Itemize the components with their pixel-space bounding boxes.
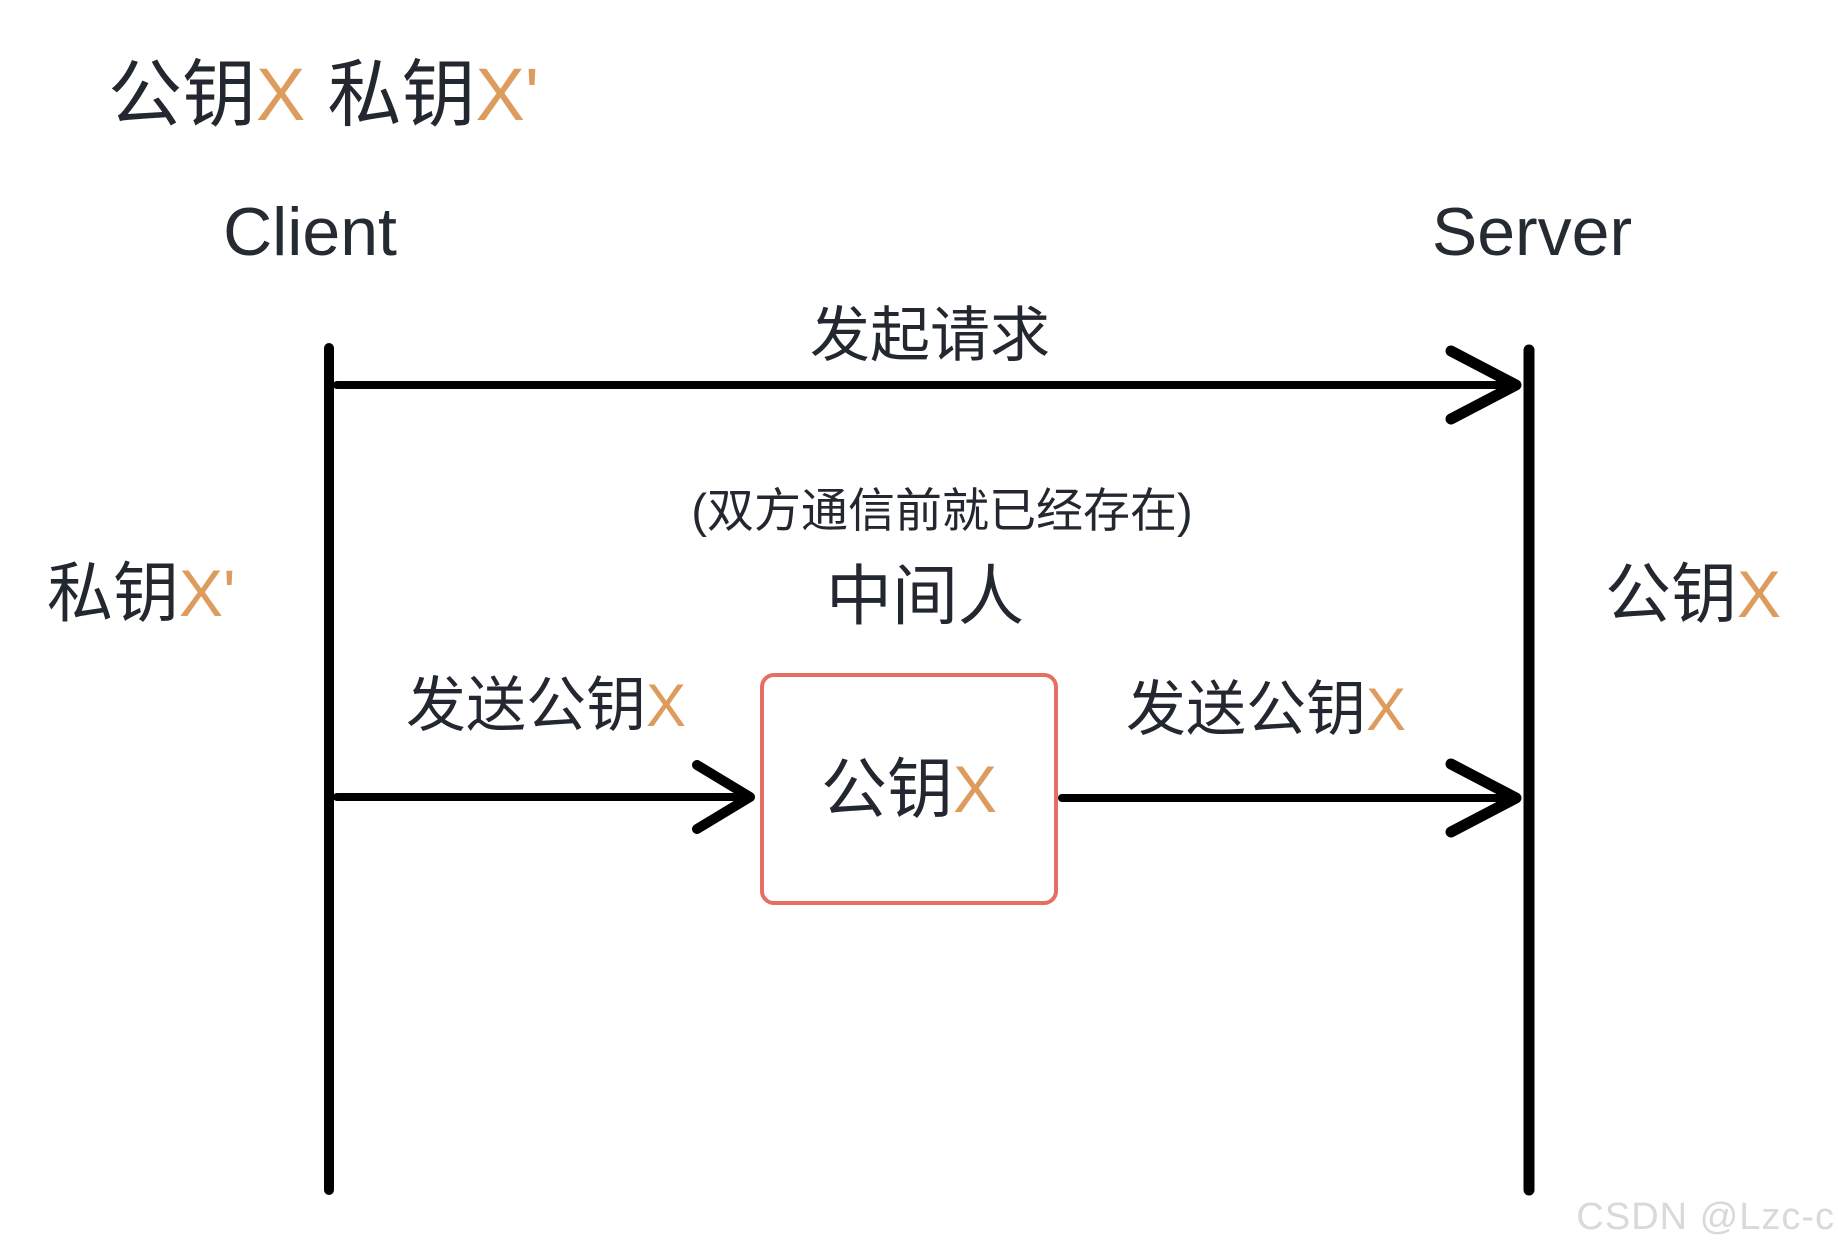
client-private-key-var: X' [179,556,236,630]
client-actor-label: Client [223,194,397,270]
send-left-arrow-label: 发送公钥X [406,676,686,736]
mitm-precondition-note: (双方通信前就已经存在) [691,484,1193,537]
send-left-var: X [645,672,687,739]
send-right-arrowhead-icon [1445,758,1522,838]
server-actor-label: Server [1431,194,1633,270]
legend-private-key-text: 私钥 [327,53,476,136]
mitm-box-key-text: 公钥 [820,752,953,826]
send-left-arrowhead-icon [692,760,755,834]
csdn-watermark: CSDN @Lzc-c [1576,1196,1835,1238]
server-public-key-var: X [1737,557,1782,631]
send-left-text: 发送公钥 [405,672,646,739]
mitm-box-key-var: X [952,752,998,826]
send-right-arrow-label: 发送公钥X [1126,680,1406,740]
legend-public-key-var: X [256,53,306,136]
server-public-key-text: 公钥 [1605,557,1737,631]
legend-public-key-text: 公钥 [108,53,256,136]
send-right-var: X [1365,676,1407,743]
legend-private-key-var: X' [475,53,540,136]
send-right-text: 发送公钥 [1125,676,1366,743]
mitm-title: 中间人 [826,559,1024,633]
client-private-key-text: 私钥 [47,556,179,630]
server-public-key-label: 公钥X [1605,561,1781,627]
request-arrow-label: 发起请求 [810,302,1050,369]
request-arrowhead-icon [1445,345,1522,425]
client-private-key-label: 私钥X' [47,560,236,626]
